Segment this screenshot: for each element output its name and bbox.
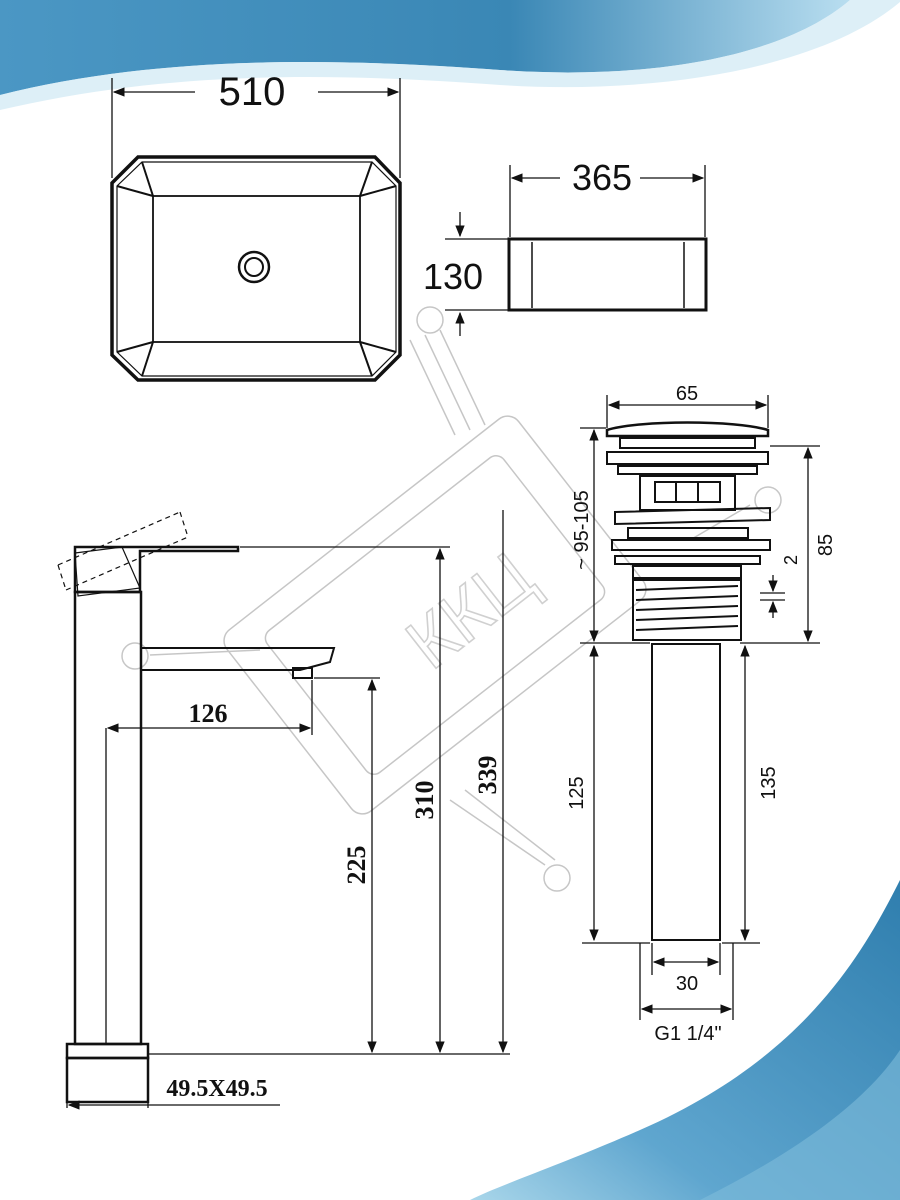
drain-adjust-label: ~ 95-105: [571, 490, 593, 570]
faucet-spout-height-label: 225: [342, 846, 371, 885]
basin-width-label: 510: [219, 70, 286, 114]
faucet-body-height-label: 310: [410, 781, 439, 820]
top-wave-decoration: [0, 0, 900, 110]
faucet-drawing: [57, 511, 336, 1104]
drain-lower-left-label: 125: [566, 776, 588, 809]
basin-top-view: [110, 155, 402, 382]
basin-height-dimension: [445, 212, 508, 336]
drain-dimensions: [580, 395, 820, 1020]
faucet-dimensions: [66, 510, 510, 1110]
basin-side-width-label: 365: [572, 157, 632, 198]
watermark-text: ККЦ: [392, 537, 549, 684]
drain-pipe-width-label: 30: [676, 973, 698, 995]
drain-drawing: [605, 421, 771, 941]
faucet-base-label: 49.5X49.5: [166, 1076, 267, 1102]
drain-height-label: 85: [815, 534, 837, 556]
drain-thread-label: G1 1/4": [654, 1023, 721, 1045]
drain-top-width-label: 65: [676, 383, 698, 405]
basin-width-dimension: [111, 78, 401, 178]
basin-side-view: [507, 237, 708, 312]
basin-side-width-dimension: [509, 165, 706, 237]
basin-height-label: 130: [423, 256, 483, 297]
bottom-wave-decoration: [470, 880, 900, 1200]
drain-gap-label: 2: [781, 555, 801, 565]
faucet-reach-label: 126: [189, 699, 228, 728]
drain-lower-right-label: 135: [758, 766, 780, 799]
faucet-total-height-label: 339: [473, 756, 502, 795]
